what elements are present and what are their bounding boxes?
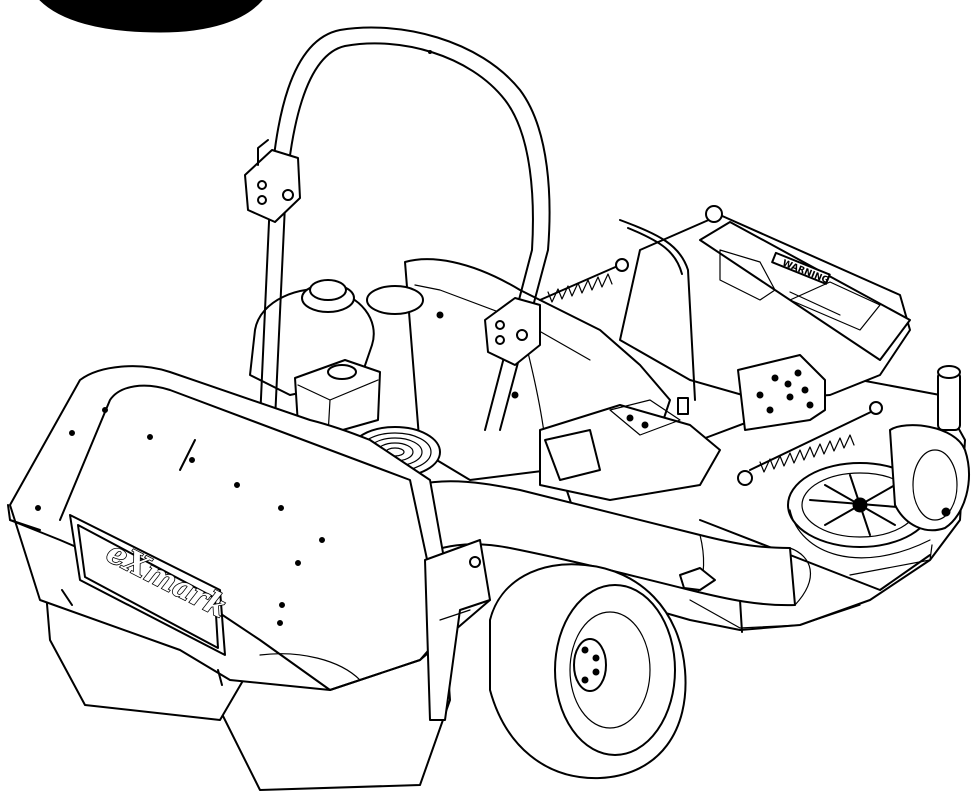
corner-badge <box>39 0 263 33</box>
latch <box>679 567 716 591</box>
roll-bar <box>244 26 551 431</box>
rear-tire <box>489 563 687 780</box>
control-lever <box>619 219 696 401</box>
height-adjust-plate <box>737 354 826 431</box>
spring-left <box>539 258 629 303</box>
grass-bagger: eXmark <box>7 365 491 791</box>
caster-wheel-right <box>889 365 970 532</box>
spring-right <box>737 401 883 486</box>
engine <box>539 397 721 501</box>
front-frame <box>424 539 491 721</box>
